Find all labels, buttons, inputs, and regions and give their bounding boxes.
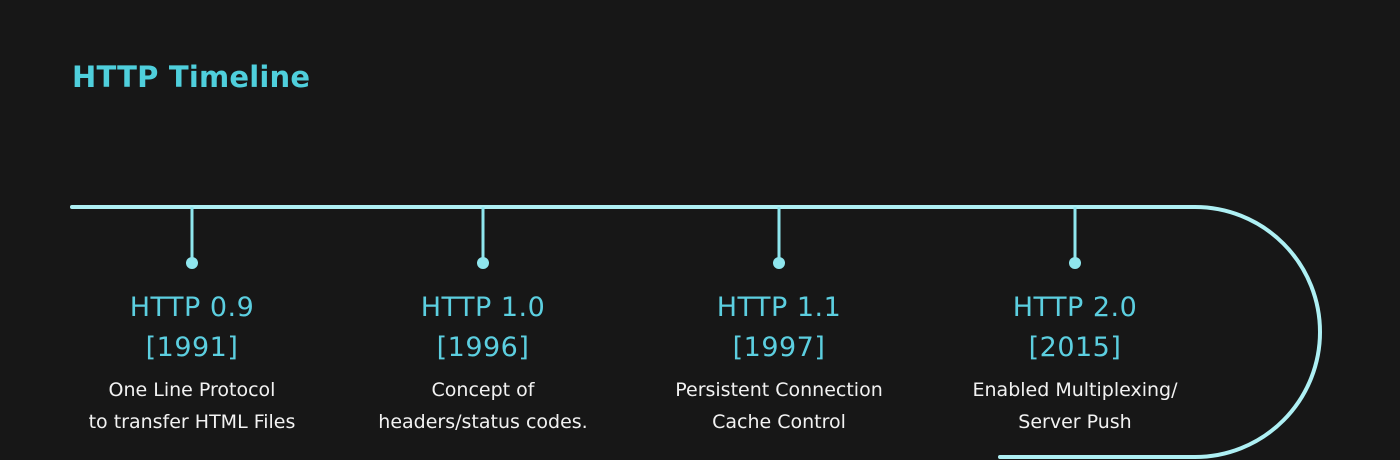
milestone-description: One Line Protocol to transfer HTML Files bbox=[88, 379, 296, 433]
milestone-version: HTTP 0.9 bbox=[129, 292, 255, 323]
milestone-http-1-1: HTTP 1.1 [1997] Persistent Connection Ca… bbox=[639, 288, 919, 438]
connector-dot bbox=[773, 257, 785, 269]
milestone-version: HTTP 1.1 bbox=[716, 292, 842, 323]
timeline-line bbox=[70, 205, 1322, 459]
connector-dot bbox=[477, 257, 489, 269]
connector-1 bbox=[477, 207, 489, 269]
connector-3 bbox=[1069, 207, 1081, 269]
connector-dot bbox=[186, 257, 198, 269]
milestone-year: [1997] bbox=[732, 332, 826, 363]
connector-dot bbox=[1069, 257, 1081, 269]
milestone-http-0-9: HTTP 0.9 [1991] One Line Protocol to tra… bbox=[52, 288, 332, 438]
milestone-year: [1996] bbox=[436, 332, 530, 363]
milestone-year: [1991] bbox=[145, 332, 239, 363]
milestone-description: Concept of headers/status codes. bbox=[378, 379, 588, 433]
milestone-http-2-0: HTTP 2.0 [2015] Enabled Multiplexing/ Se… bbox=[935, 288, 1215, 438]
connector-2 bbox=[773, 207, 785, 269]
page-title: HTTP Timeline bbox=[72, 60, 311, 94]
milestone-description: Persistent Connection Cache Control bbox=[675, 379, 883, 433]
milestone-description: Enabled Multiplexing/ Server Push bbox=[972, 379, 1178, 433]
timeline-connectors bbox=[186, 207, 1081, 269]
milestone-year: [2015] bbox=[1028, 332, 1122, 363]
milestone-http-1-0: HTTP 1.0 [1996] Concept of headers/statu… bbox=[343, 288, 623, 438]
milestone-version: HTTP 1.0 bbox=[420, 292, 546, 323]
milestone-version: HTTP 2.0 bbox=[1012, 292, 1138, 323]
connector-0 bbox=[186, 207, 198, 269]
